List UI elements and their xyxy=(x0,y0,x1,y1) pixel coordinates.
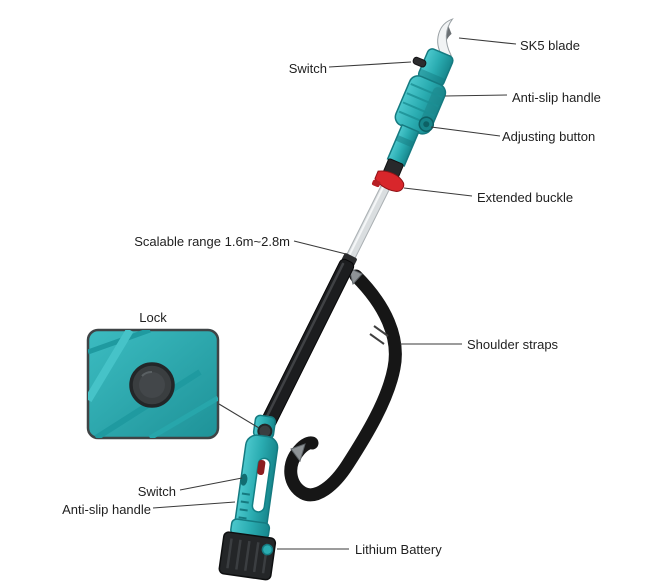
label-anti-slip-handle-bottom: Anti-slip handle xyxy=(62,502,151,517)
label-anti-slip-handle-top: Anti-slip handle xyxy=(512,90,601,105)
label-adjusting-button: Adjusting button xyxy=(502,129,596,144)
leader-sk5-blade xyxy=(458,37,517,45)
leader-switch-bottom xyxy=(179,477,243,491)
lower-handle-assembly xyxy=(218,414,279,581)
strap-hook-bottom xyxy=(290,443,306,463)
outer-pole-shine xyxy=(257,262,345,434)
grip-ridges xyxy=(398,83,443,126)
extended-buckle-lever xyxy=(374,170,405,192)
side-switch-button xyxy=(240,473,248,486)
cutting-head xyxy=(371,18,454,192)
strap-twist-mark xyxy=(373,325,389,337)
shoulder-strap-band xyxy=(284,269,402,502)
battery-release-button xyxy=(261,543,274,556)
leader-extended-buckle xyxy=(403,187,473,197)
lock-button-zoomed-face xyxy=(139,372,165,398)
extended-buckle-tab xyxy=(371,179,381,188)
head-housing-band xyxy=(417,68,446,87)
leader-anti-slip-bottom xyxy=(152,501,236,509)
label-shoulder-straps: Shoulder straps xyxy=(467,337,559,352)
label-lock: Lock xyxy=(139,310,167,325)
leader-lines xyxy=(152,37,517,550)
lock-button-highlight xyxy=(141,371,153,377)
strap-hook-top xyxy=(348,267,363,286)
leader-switch-top xyxy=(328,61,412,68)
label-lithium-battery: Lithium Battery xyxy=(355,542,442,557)
neck-band xyxy=(395,134,415,148)
leader-anti-slip-top xyxy=(444,94,508,97)
leader-lock-inset xyxy=(218,403,260,429)
inner-pole-shine xyxy=(347,182,387,257)
label-scalable-range: Scalable range 1.6m~2.8m xyxy=(134,234,290,249)
shoulder-strap xyxy=(284,267,402,502)
strap-twist-mark xyxy=(369,333,385,345)
leader-scalable-range xyxy=(293,240,347,255)
battery-ridges xyxy=(226,538,269,574)
sk5-blade xyxy=(437,18,454,57)
adjusting-button-center xyxy=(423,121,430,128)
leader-adjusting-button xyxy=(430,126,501,137)
handle-grip-ridges xyxy=(237,492,251,528)
label-sk5-blade: SK5 blade xyxy=(520,38,580,53)
lock-inset xyxy=(86,328,220,440)
label-switch-bottom: Switch xyxy=(137,484,176,499)
label-extended-buckle: Extended buckle xyxy=(477,190,574,205)
top-switch-lever xyxy=(412,56,427,68)
trigger-switch xyxy=(257,459,266,476)
telescopic-pole xyxy=(254,173,396,441)
label-switch-top: Switch xyxy=(288,61,327,76)
handle-loop-hole xyxy=(251,457,271,513)
pole-clamp xyxy=(341,253,357,267)
lock-inset-texture xyxy=(88,330,218,438)
